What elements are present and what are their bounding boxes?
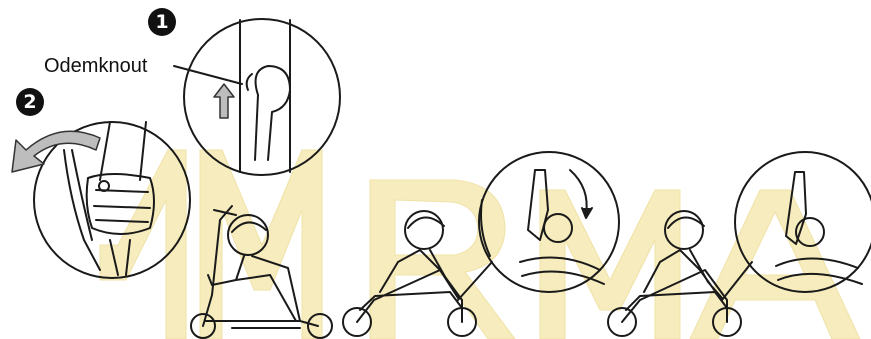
- up-arrow-icon: [214, 84, 234, 118]
- detail-circle-unlock: [174, 19, 340, 175]
- step-number-badge-2: 2: [16, 88, 44, 116]
- detail-circle-fold: [34, 122, 190, 278]
- release-lever: [255, 66, 290, 160]
- callout-leader: [174, 66, 242, 84]
- step-number-badge-1: 1: [148, 8, 176, 36]
- scooter-figure-3: [608, 152, 871, 336]
- scooter-figure-2: [343, 152, 619, 336]
- scooter-figure-1: [191, 206, 332, 338]
- rotate-arrow-icon: [12, 131, 100, 172]
- unlock-callout-label: Odemknout: [44, 55, 147, 78]
